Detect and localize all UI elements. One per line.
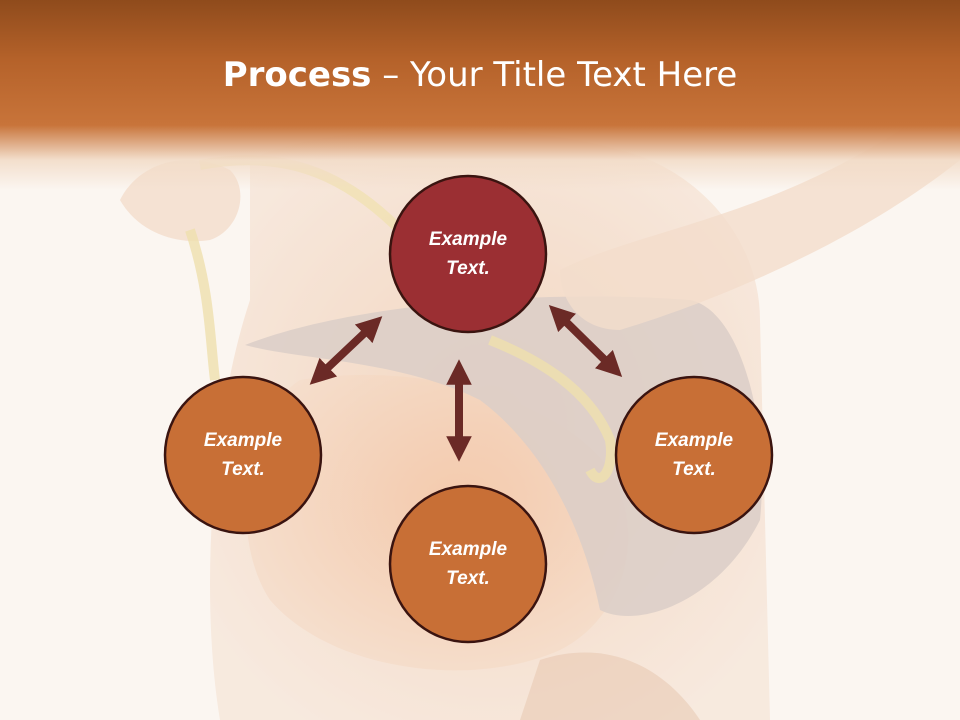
node-left-line1: Example bbox=[203, 430, 283, 451]
node-left-line2: Text. bbox=[221, 459, 265, 480]
title-rest: – Your Title Text Here bbox=[371, 55, 738, 95]
node-bottom-label: Example Text. bbox=[388, 535, 548, 593]
node-top-label: Example Text. bbox=[388, 225, 548, 283]
node-right-label: Example Text. bbox=[614, 426, 774, 484]
arrow-top-right bbox=[548, 305, 623, 377]
slide-title: Process – Your Title Text Here bbox=[0, 50, 960, 100]
node-right-line1: Example bbox=[654, 430, 734, 451]
node-right bbox=[614, 375, 774, 535]
node-left bbox=[163, 375, 323, 535]
node-top-line2: Text. bbox=[446, 258, 490, 279]
title-bar bbox=[0, 0, 960, 190]
node-bottom-line2: Text. bbox=[446, 568, 490, 589]
node-bottom bbox=[388, 484, 548, 644]
node-bottom-line1: Example bbox=[428, 539, 508, 560]
node-top-line1: Example bbox=[428, 229, 508, 250]
node-right-line2: Text. bbox=[672, 459, 716, 480]
node-left-label: Example Text. bbox=[163, 426, 323, 484]
node-top bbox=[388, 174, 548, 334]
title-bold: Process bbox=[222, 55, 372, 95]
arrow-top-left bbox=[309, 316, 383, 385]
